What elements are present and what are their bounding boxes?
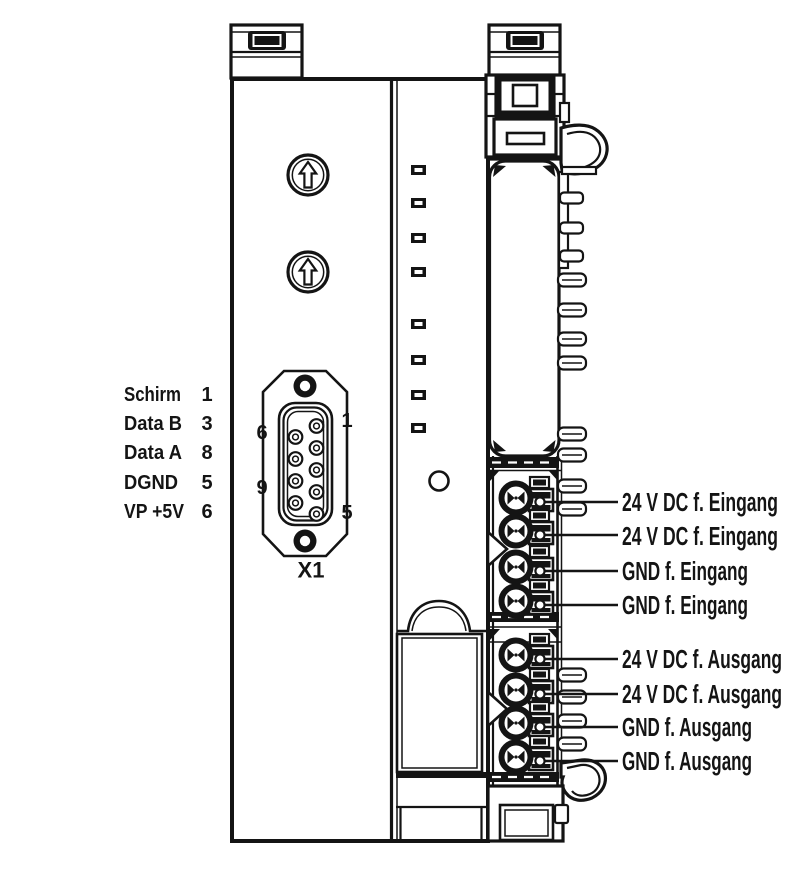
din-rail-clip-right — [487, 23, 562, 80]
dsub-pin — [308, 506, 325, 522]
keying-notch-lower — [486, 689, 509, 729]
pin-signal-label: Data B — [124, 413, 182, 435]
pin-signal-label: Schirm — [124, 384, 181, 406]
dsub-connector-x1: 6 1 9 5 X1 — [256, 369, 353, 583]
dsub-corner-pin-6: 6 — [256, 422, 267, 444]
terminal-label: 24 V DC f. Ausgang — [622, 646, 782, 674]
pin-signal-label: VP +5V — [124, 501, 185, 523]
release-arch — [397, 599, 487, 633]
bottom-foot — [486, 784, 570, 843]
diagnostic-hole — [428, 470, 450, 492]
dsub-corner-pin-5: 5 — [341, 502, 352, 524]
power-terminal-8 — [502, 736, 554, 772]
terminal-label: 24 V DC f. Ausgang — [622, 681, 782, 709]
dsub-corner-pin-1: 1 — [341, 410, 352, 432]
led-indicator — [411, 355, 426, 365]
pin-assignment-table: Schirm 1 Data B 3 Data A 8 DGND 5 VP +5V… — [124, 384, 213, 523]
power-terminal-4 — [502, 580, 554, 616]
power-terminal-7 — [502, 702, 554, 738]
contact-finger — [556, 713, 588, 729]
ejector-panel — [395, 632, 484, 774]
dsub-pin — [308, 418, 325, 434]
terminal-block — [484, 73, 609, 843]
power-terminal-5 — [502, 634, 554, 670]
terminal-label: GND f. Eingang — [622, 592, 748, 620]
pin-number-label: 5 — [201, 472, 212, 494]
contact-finger — [556, 736, 588, 752]
bottom-mounting-hook — [559, 758, 608, 802]
led-indicator — [411, 233, 426, 243]
terminal-annotations: 24 V DC f. Eingang 24 V DC f. Eingang GN… — [544, 489, 782, 776]
pin-number-label: 1 — [201, 384, 212, 406]
dsub-pin — [308, 484, 325, 500]
din-rail-clip-left — [229, 23, 304, 80]
dsub-corner-pin-9: 9 — [256, 477, 267, 499]
dsub-pin — [308, 462, 325, 478]
contact-finger — [556, 689, 588, 705]
dsub-pins — [287, 418, 325, 522]
power-terminal-6 — [502, 669, 554, 705]
power-terminal-1 — [502, 477, 554, 513]
keying-notch-upper — [486, 529, 509, 569]
contact-finger — [556, 447, 588, 463]
terminal-label: GND f. Ausgang — [622, 714, 752, 742]
pin-signal-label: DGND — [124, 472, 178, 494]
pin-number-label: 6 — [201, 501, 212, 523]
dsub-pin — [308, 440, 325, 456]
terminal-label: GND f. Eingang — [622, 558, 748, 586]
contact-finger — [556, 667, 588, 683]
release-button-upper — [286, 153, 330, 197]
contact-nub — [558, 221, 585, 235]
top-mounting-hook — [559, 123, 609, 176]
terminal-label: 24 V DC f. Eingang — [622, 489, 778, 517]
terminal-label: GND f. Ausgang — [622, 748, 752, 776]
contact-finger — [556, 272, 588, 288]
dsub-pin — [287, 473, 304, 489]
separator-band-middle — [487, 612, 561, 643]
contact-nub — [558, 249, 585, 263]
led-indicator — [411, 267, 426, 277]
dsub-pin — [287, 495, 304, 511]
contact-nub — [558, 191, 585, 205]
contact-finger — [556, 302, 588, 318]
power-terminal-3 — [502, 546, 554, 582]
release-button-lower — [286, 250, 330, 294]
contact-finger — [556, 478, 588, 494]
led-indicator — [411, 423, 426, 433]
contact-finger — [556, 355, 588, 371]
pin-signal-label: Data A — [124, 442, 182, 464]
led-indicator — [411, 165, 426, 175]
power-terminal-2 — [502, 510, 554, 546]
contact-finger — [556, 426, 588, 442]
terminal-block-panel — [487, 159, 561, 458]
connector-designator: X1 — [298, 558, 325, 583]
led-indicator — [411, 319, 426, 329]
dsub-pin — [287, 451, 304, 467]
bus-latch — [484, 73, 571, 161]
led-indicator — [411, 198, 426, 208]
separator-band-top — [487, 457, 561, 481]
dsub-pin — [287, 429, 304, 445]
led-indicator — [411, 390, 426, 400]
contact-finger — [556, 331, 588, 347]
separator-band-bottom — [489, 772, 559, 782]
contact-finger — [556, 501, 588, 517]
ejector-section — [395, 599, 487, 841]
terminal-label: 24 V DC f. Eingang — [622, 523, 778, 551]
pin-number-label: 3 — [201, 413, 212, 435]
ejector-band — [396, 772, 487, 778]
pin-number-label: 8 — [201, 442, 212, 464]
